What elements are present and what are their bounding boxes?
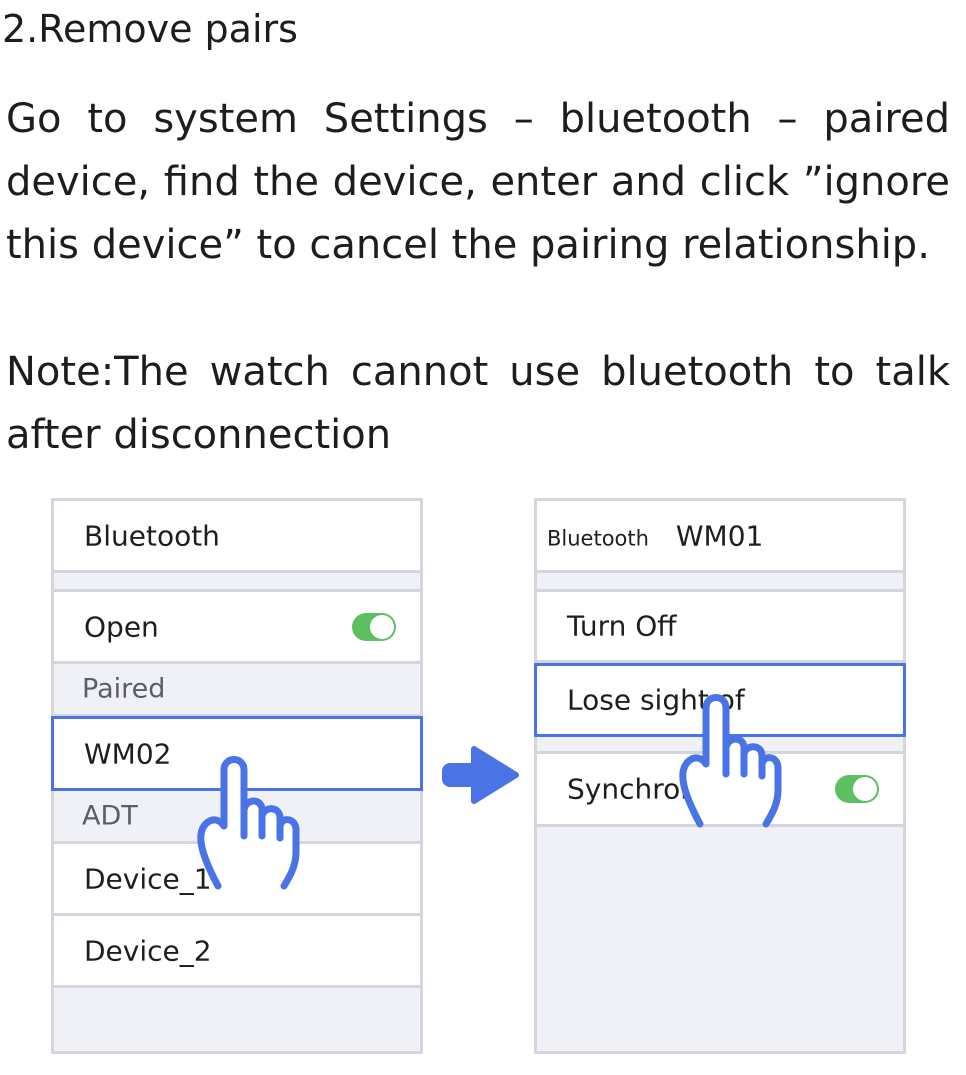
adt-section-label: ADT — [82, 800, 138, 832]
back-label[interactable]: Bluetooth — [547, 526, 649, 550]
screen-title: Bluetooth — [84, 519, 220, 552]
open-label: Open — [84, 610, 159, 643]
page-heading: 2.Remove pairs — [2, 7, 298, 51]
spacer-section — [54, 573, 420, 592]
bluetooth-open-row[interactable]: Open — [54, 592, 420, 664]
screen-title: WM01 — [675, 519, 764, 552]
device-label: Device_2 — [84, 934, 212, 967]
tap-hand-icon — [197, 756, 300, 890]
screen-breadcrumb: Bluetooth WM01 — [547, 519, 763, 552]
instruction-text: Go to system Settings – bluetooth – pair… — [6, 96, 950, 268]
paired-section-header: Paired — [54, 664, 420, 717]
note-text: Note:The watch cannot use bluetooth to t… — [6, 349, 950, 458]
screen-header: Bluetooth WM01 — [537, 501, 903, 573]
synchronize-toggle[interactable] — [835, 775, 879, 803]
turn-off-row[interactable]: Turn Off — [537, 592, 903, 663]
paired-device-label: WM02 — [84, 737, 172, 770]
tap-hand-icon — [679, 694, 782, 828]
turn-off-label: Turn Off — [567, 609, 677, 643]
screen-header: Bluetooth — [54, 501, 420, 573]
right-arrow-icon — [442, 746, 519, 804]
device-detail-screen: Bluetooth WM01 Turn Off Lose sight of Sy… — [534, 498, 906, 1054]
bluetooth-toggle[interactable] — [352, 612, 396, 641]
paired-section-label: Paired — [82, 673, 166, 705]
bluetooth-settings-screen: Bluetooth Open Paired WM02 ADT Device_1 … — [51, 498, 423, 1054]
device-label: Device_1 — [84, 862, 212, 895]
device-row-2[interactable]: Device_2 — [54, 916, 420, 988]
spacer-section — [537, 573, 903, 592]
